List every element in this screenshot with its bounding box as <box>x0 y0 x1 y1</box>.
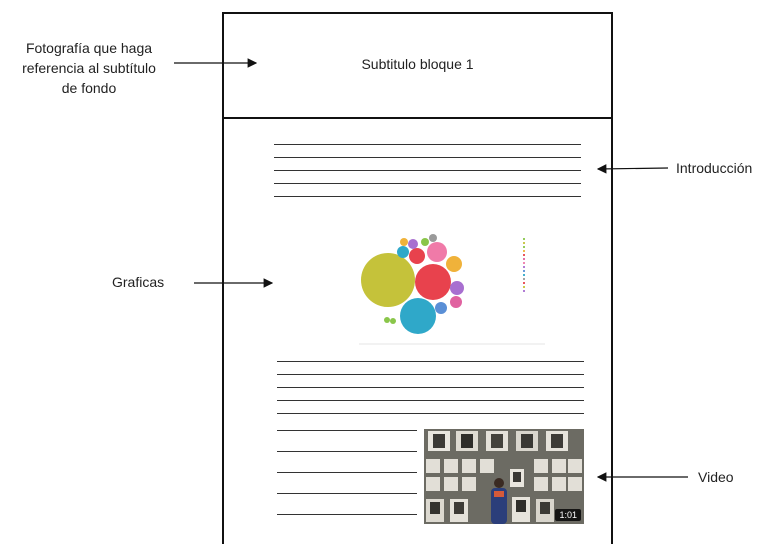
intro-line <box>274 144 581 145</box>
side-line <box>277 451 417 452</box>
person-figure <box>491 478 507 524</box>
bubble <box>390 318 396 324</box>
bubble <box>427 242 447 262</box>
bubble <box>408 239 418 249</box>
poster-row-bottom <box>426 497 554 522</box>
bubble <box>400 298 436 334</box>
side-line <box>277 493 417 494</box>
header-photo-annotation-line-3: de fondo <box>61 80 117 96</box>
side-line <box>277 472 417 473</box>
bubble <box>361 253 415 307</box>
header-photo-annotation-line-2: referencia al subtítulo <box>22 60 156 76</box>
side-line <box>277 430 417 431</box>
bubble <box>397 246 409 258</box>
body-line <box>277 400 584 401</box>
intro-line <box>274 196 581 197</box>
header-title: Subtitulo bloque 1 <box>361 56 474 72</box>
header-block: Subtitulo bloque 1 <box>224 14 611 119</box>
header-photo-annotation-line-1: Fotografía que haga <box>25 40 153 56</box>
bubble-chart-thumbnail <box>355 224 548 348</box>
side-line <box>277 514 417 515</box>
page-mockup-frame: Subtitulo bloque 1 <box>222 12 613 544</box>
body-line <box>277 387 584 388</box>
intro-line <box>274 157 581 158</box>
bubble <box>435 302 447 314</box>
chart-legend <box>523 238 525 292</box>
poster-row-top <box>428 431 568 451</box>
bubble <box>446 256 462 272</box>
bubble <box>429 234 437 242</box>
video-annotation: Video <box>698 469 734 485</box>
body-line <box>277 361 584 362</box>
bubble <box>415 264 451 300</box>
bubble <box>409 248 425 264</box>
bubble <box>400 238 408 246</box>
bubble <box>421 238 429 246</box>
body-line <box>277 413 584 414</box>
intro-line <box>274 183 581 184</box>
header-photo-annotation: Fotografía que haga referencia al subtít… <box>4 38 174 98</box>
intro-line <box>274 170 581 171</box>
body-line <box>277 374 584 375</box>
video-thumbnail[interactable]: 1:01 <box>424 429 584 524</box>
bubble <box>384 317 390 323</box>
graphics-annotation: Graficas <box>112 274 165 290</box>
poster-row-middle <box>426 459 582 491</box>
bubble <box>450 281 464 295</box>
bubble <box>450 296 462 308</box>
introduction-annotation: Introducción <box>676 160 753 176</box>
video-duration-badge: 1:01 <box>555 509 581 521</box>
